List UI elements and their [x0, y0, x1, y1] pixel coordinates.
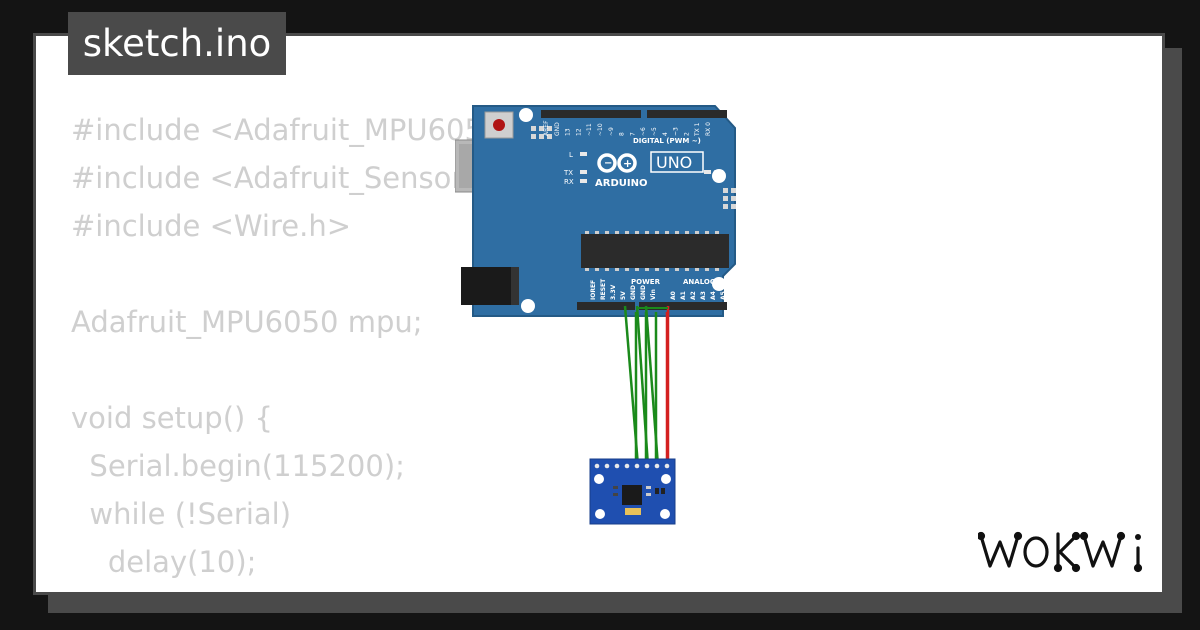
- digital-label: DIGITAL (PWM ~): [633, 137, 701, 145]
- pin-label: GND: [640, 285, 647, 300]
- code-line: #include <Wire.h>: [71, 209, 352, 243]
- pin-label: A2: [690, 291, 697, 300]
- arduino-uno-graphic: − + UNO ARDUINO DIGITAL (PWM ~) POWER AN…: [454, 105, 736, 317]
- led-tx-label: TX: [563, 169, 573, 177]
- pin-label: ~5: [651, 127, 658, 136]
- mpu6050-module[interactable]: [589, 458, 677, 530]
- pin-label: A5: [720, 291, 727, 300]
- wokwi-logo-icon: [978, 531, 1143, 573]
- pin-label: A1: [680, 291, 687, 300]
- power-label: POWER: [631, 278, 661, 286]
- pin-label: IOREF: [590, 280, 597, 300]
- pin-label: 7: [629, 132, 636, 136]
- analog-label: ANALOG IN: [683, 278, 727, 286]
- mpu6050-graphic: [589, 458, 676, 525]
- pin-label: ~3: [673, 127, 680, 136]
- pin-label: ~9: [608, 127, 615, 136]
- arduino-uno-board[interactable]: − + UNO ARDUINO DIGITAL (PWM ~) POWER AN…: [454, 104, 737, 322]
- pin-label: RX 0: [705, 122, 712, 136]
- pin-label: Vin: [650, 289, 657, 300]
- led-l-label: L: [569, 151, 573, 159]
- board-model-label: UNO: [656, 153, 692, 172]
- svg-text:−: −: [604, 158, 612, 169]
- pin-label: 3.3V: [610, 284, 617, 300]
- led-rx-label: RX: [564, 178, 574, 186]
- pin-label: A0: [670, 291, 677, 300]
- pin-label: RESET: [600, 278, 607, 300]
- pin-label: GND: [630, 285, 637, 300]
- pin-label: A3: [700, 291, 707, 300]
- code-line: while (!Serial): [71, 497, 292, 531]
- svg-text:+: +: [623, 157, 632, 170]
- pin-label: A4: [710, 291, 717, 300]
- pin-label: 13: [565, 128, 572, 136]
- pin-label: 4: [662, 132, 669, 136]
- pin-label: 12: [575, 128, 582, 136]
- pin-label: ~11: [586, 123, 593, 136]
- led-on-label: ON: [713, 169, 724, 177]
- board-brand-label: ARDUINO: [595, 178, 647, 189]
- code-line: void setup() {: [71, 401, 273, 435]
- pin-label: AREF: [543, 120, 550, 136]
- pin-label: ~10: [597, 123, 604, 136]
- pin-label: 2: [683, 132, 690, 136]
- code-line: Serial.begin(115200);: [71, 449, 405, 483]
- code-line: delay(10);: [71, 545, 257, 579]
- arduino-infinity-icon: [597, 153, 637, 173]
- code-line: Adafruit_MPU6050 mpu;: [71, 305, 423, 339]
- pin-label: 5V: [620, 291, 627, 300]
- pin-label: TX 1: [694, 122, 701, 137]
- filename-tab: sketch.ino: [68, 12, 286, 75]
- pin-label: GND: [554, 122, 561, 136]
- pin-label: 8: [619, 132, 626, 136]
- pin-label: ~6: [640, 127, 647, 136]
